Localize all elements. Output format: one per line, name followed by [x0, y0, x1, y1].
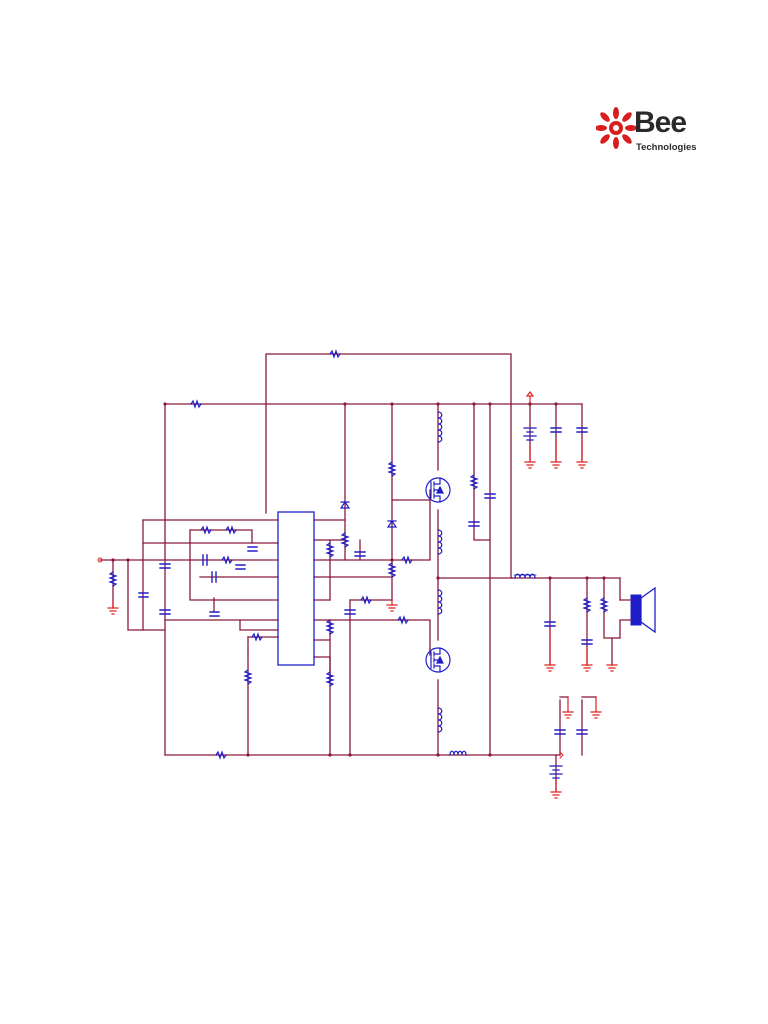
logo-tagline: Technologies: [636, 142, 697, 153]
controller-ic: [277, 511, 315, 666]
resistors: [108, 349, 609, 760]
diodes: [339, 500, 398, 528]
ground-icon: [107, 439, 618, 799]
wires: [99, 353, 621, 791]
inductors: [437, 411, 537, 756]
battery-icon: [523, 427, 563, 779]
mosfet-icon: [425, 477, 451, 673]
bee-logo: [595, 104, 696, 164]
speaker-icon: [619, 586, 656, 639]
bee-logo-icon: [595, 107, 637, 149]
logo-brand: Bee: [634, 106, 687, 139]
capacitors: [138, 427, 593, 735]
junction-dots: [111, 402, 606, 757]
